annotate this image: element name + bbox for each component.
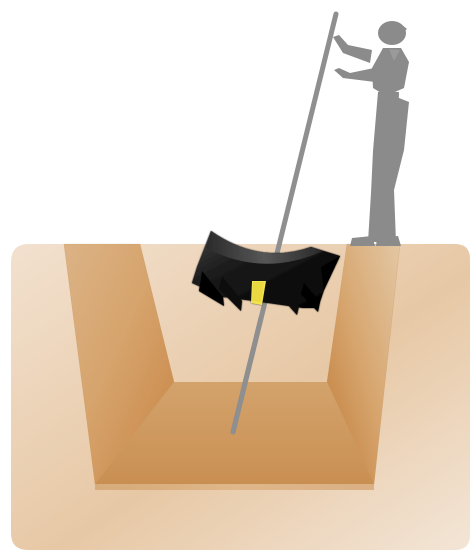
worker-silhouette — [333, 21, 409, 246]
